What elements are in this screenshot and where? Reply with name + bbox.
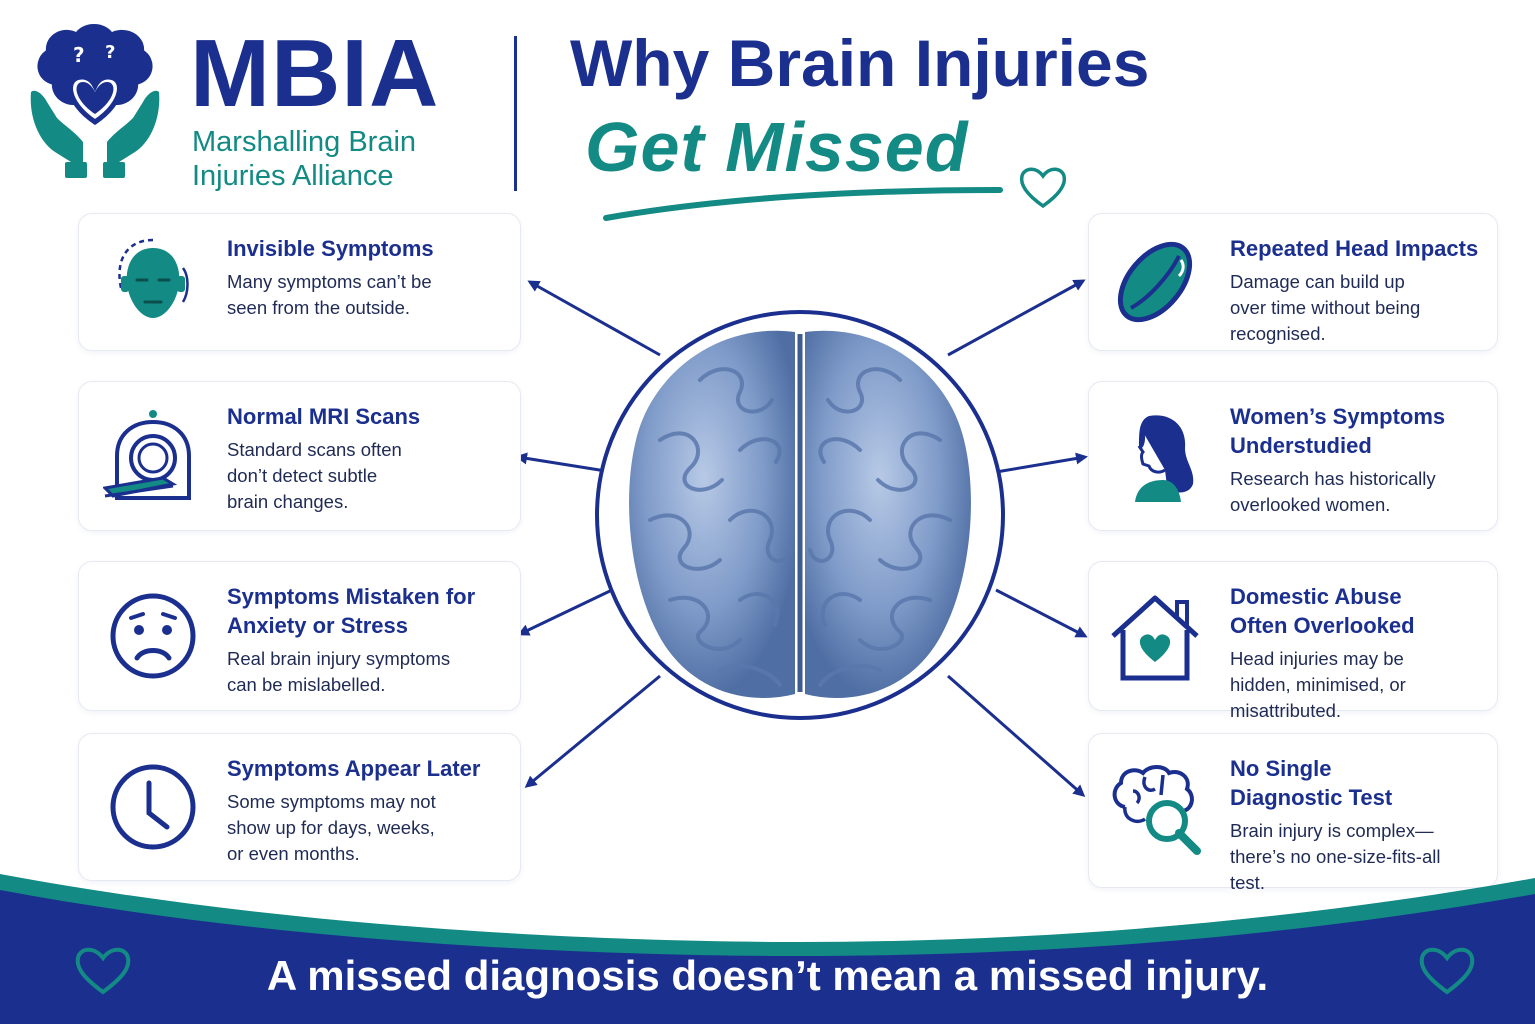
- card-desc-line: Damage can build up: [1230, 271, 1405, 292]
- card-womens-symptoms: Women’s Symptoms Understudied Research h…: [1088, 381, 1498, 531]
- card-desc-line: Standard scans often: [227, 439, 402, 460]
- card-desc-line: Brain injury is complex—: [1230, 820, 1434, 841]
- card-desc-line: can be mislabelled.: [227, 674, 386, 695]
- svg-text:?: ?: [105, 42, 115, 63]
- footer-message: A missed diagnosis doesn’t mean a missed…: [266, 952, 1269, 999]
- card-title: Invisible Symptoms: [227, 236, 434, 261]
- svg-text:?: ?: [73, 43, 85, 67]
- mri-scanner-icon: [103, 410, 191, 500]
- card-title: Repeated Head Impacts: [1230, 236, 1479, 261]
- card-desc-line: Some symptoms may not: [227, 791, 436, 812]
- card-desc-line: over time without being: [1230, 297, 1421, 318]
- heart-outline-icon: [1419, 947, 1475, 995]
- card-title: Symptoms Appear Later: [227, 756, 481, 781]
- worried-face-icon: [110, 593, 196, 679]
- arrow-to-no-single-test: [947, 674, 1086, 797]
- card-desc-line: hidden, minimised, or: [1230, 674, 1406, 695]
- heart-outline-icon: [1019, 167, 1067, 209]
- brand-name-line2: Injuries Alliance: [192, 160, 394, 192]
- card-title: Domestic Abuse Often Overlooked: [1230, 584, 1415, 638]
- woman-profile-icon: [1135, 415, 1194, 502]
- arrow-to-domestic-abuse: [995, 588, 1088, 638]
- card-domestic-abuse: Domestic Abuse Often Overlooked Head inj…: [1088, 561, 1498, 721]
- brain-circle-frame: [595, 310, 1005, 720]
- heart-outline-icon: [75, 947, 131, 995]
- title-underline-swoosh: [603, 187, 1003, 221]
- card-desc-line: brain changes.: [227, 491, 349, 512]
- card-desc-line: Many symptoms can’t be: [227, 271, 432, 292]
- card-desc-line: recognised.: [1230, 323, 1326, 344]
- brain-search-icon: [1112, 764, 1201, 855]
- arrow-to-normal-mri: [515, 452, 613, 474]
- card-desc-line: overlooked women.: [1230, 494, 1391, 515]
- footer-banner: [0, 874, 1535, 1024]
- arrow-to-symptoms-mistaken: [517, 588, 613, 636]
- card-normal-mri-scans: Normal MRI Scans Standard scans often do…: [78, 381, 521, 531]
- arrow-to-symptoms-later: [524, 674, 661, 788]
- house-heart-icon: [1111, 595, 1199, 681]
- card-desc-line: or even months.: [227, 843, 360, 864]
- brand-name-line1: Marshalling Brain: [192, 126, 417, 158]
- card-desc-line: Head injuries may be: [1230, 648, 1404, 669]
- card-invisible-symptoms: Invisible Symptoms Many symptoms can’t b…: [78, 213, 521, 351]
- card-repeated-head-impacts: Repeated Head Impacts Damage can build u…: [1088, 213, 1498, 351]
- card-desc-line: seen from the outside.: [227, 297, 411, 318]
- card-desc-line: there’s no one-size-fits-all: [1230, 846, 1441, 867]
- card-title: Symptoms Mistaken for Anxiety or Stress: [227, 584, 476, 638]
- rugby-ball-icon: [1117, 241, 1193, 323]
- card-title: Normal MRI Scans: [227, 404, 421, 429]
- card-symptoms-mistaken: Symptoms Mistaken for Anxiety or Stress …: [78, 561, 521, 711]
- card-title: Women’s Symptoms Understudied: [1230, 404, 1446, 458]
- brand-abbreviation: MBIA: [190, 20, 440, 127]
- brain-hands-logo-icon: ? ?: [30, 24, 160, 178]
- card-desc-line: don’t detect subtle: [227, 465, 378, 486]
- card-symptoms-appear-later: Symptoms Appear Later Some symptoms may …: [78, 733, 521, 881]
- page-title: Why Brain Injuries: [570, 26, 1150, 100]
- clock-icon: [110, 764, 196, 850]
- card-desc-line: misattributed.: [1230, 700, 1342, 721]
- card-desc-line: Real brain injury symptoms: [227, 648, 451, 669]
- card-desc-line: Research has historically: [1230, 468, 1436, 489]
- page-subtitle: Get Missed: [585, 108, 969, 186]
- card-title: No Single Diagnostic Test: [1230, 756, 1393, 810]
- arrow-to-invisible-symptoms: [527, 280, 661, 357]
- header-divider: [514, 36, 517, 191]
- card-desc-line: show up for days, weeks,: [227, 817, 435, 838]
- card-desc-line: test.: [1230, 872, 1265, 893]
- arrow-to-repeated-impacts: [947, 279, 1086, 357]
- card-no-single-test: No Single Diagnostic Test Brain injury i…: [1088, 733, 1498, 893]
- brain-icon: [629, 330, 971, 698]
- arrow-to-womens-symptoms: [995, 452, 1088, 474]
- face-outline-icon: [118, 238, 189, 318]
